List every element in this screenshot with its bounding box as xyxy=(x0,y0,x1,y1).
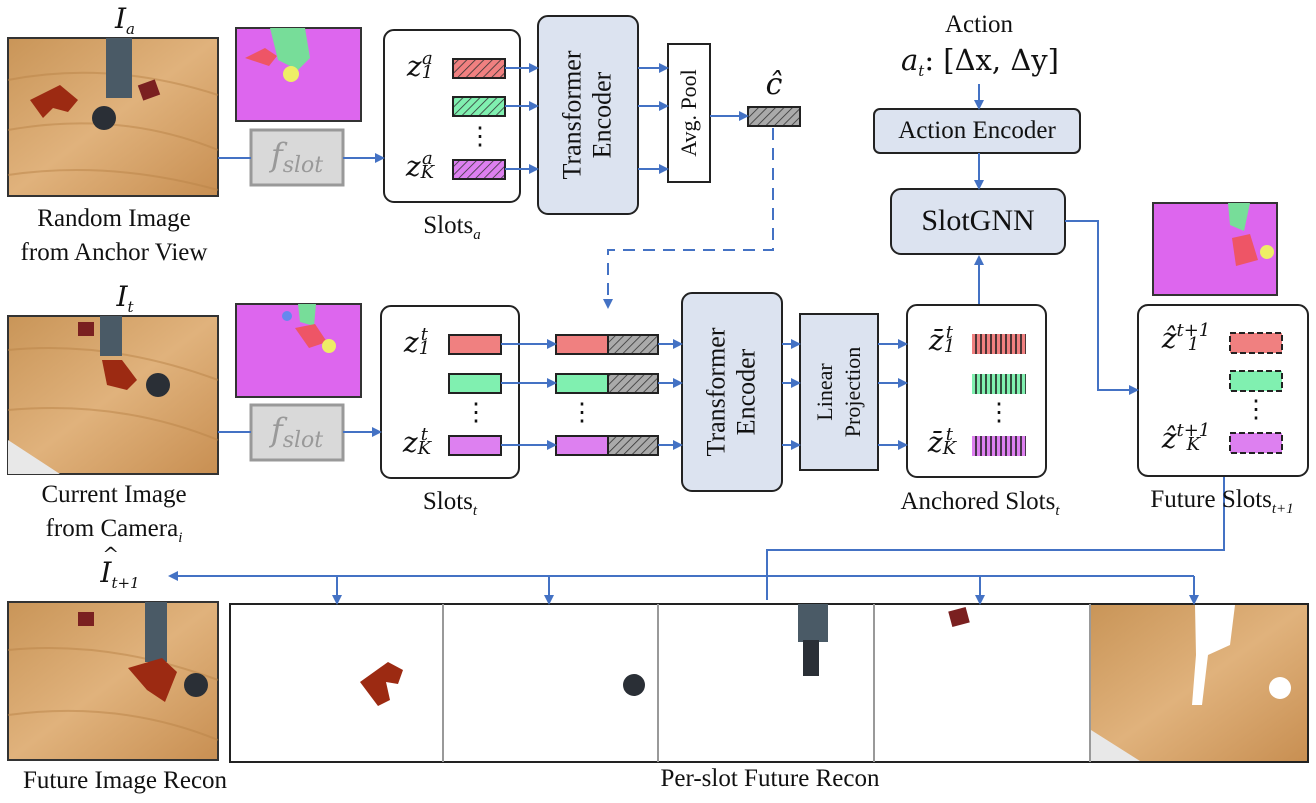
anchored-slot-1-vector xyxy=(972,334,1026,354)
anchor-image-caption-1: Random Image xyxy=(37,205,191,232)
current-image-caption-2: from Camerai xyxy=(45,515,183,546)
slot-t-1-vector xyxy=(448,334,502,355)
future-mask xyxy=(1152,202,1278,296)
anchored-slot-k-vector xyxy=(972,436,1026,456)
slot-a-1-vector xyxy=(452,58,506,79)
anchor-image xyxy=(7,37,219,197)
slot-recon-robot-arm xyxy=(798,604,828,676)
anchored-slot-2-vector xyxy=(972,374,1026,394)
anchor-mask xyxy=(235,27,362,122)
anchored-slots-caption: Anchored Slotst xyxy=(900,488,1060,519)
transformer-encoder-anchor xyxy=(537,15,639,215)
anchored-slot-dots: ⋮ xyxy=(986,399,1012,426)
per-slot-caption: Per-slot Future Recon xyxy=(660,765,880,792)
action-encoder-label: Action Encoder xyxy=(898,117,1056,144)
slot-a-2-vector xyxy=(452,96,506,117)
slot-t-dots: ⋮ xyxy=(463,399,489,426)
slots-a-caption: Slotsa xyxy=(423,212,481,243)
linear-projection-box xyxy=(799,313,879,471)
slot-recon-puck xyxy=(623,674,645,696)
transformer-encoder-current xyxy=(681,292,783,492)
concatenated-slot-k xyxy=(555,435,659,456)
f-slot-label-current: fslot xyxy=(270,411,324,454)
slotgnn-label: SlotGNN xyxy=(921,204,1035,237)
future-image-symbol: ^It+1 xyxy=(100,542,140,592)
f-slot-box-current xyxy=(249,403,345,462)
slot-a-dots: ⋮ xyxy=(467,123,493,150)
concatenated-slot-1 xyxy=(555,334,659,355)
per-slot-recon-strip xyxy=(229,603,1309,763)
future-slot-2-vector xyxy=(1229,370,1283,392)
future-image-caption: Future Image Recon xyxy=(22,767,228,794)
slots-t-caption: Slotst xyxy=(422,488,478,519)
slot-recon-drill xyxy=(360,662,403,706)
future-slot-1-vector xyxy=(1229,332,1283,354)
context-vector xyxy=(747,106,801,127)
anchor-image-symbol: Ia xyxy=(114,2,135,38)
current-image-symbol: It xyxy=(116,280,134,316)
current-mask xyxy=(235,303,362,398)
current-image-caption-1: Current Image xyxy=(41,481,187,508)
future-slot-k-vector xyxy=(1229,432,1283,454)
concatenated-dots: ⋮ xyxy=(569,399,595,426)
future-slots-caption: Future Slotst+1 xyxy=(1150,486,1294,517)
slot-recon-box xyxy=(948,606,970,628)
anchor-image-caption-2: from Anchor View xyxy=(20,239,208,266)
slot-t-k-vector xyxy=(448,435,502,456)
action-title: Action xyxy=(944,11,1014,38)
concatenated-slot-2 xyxy=(555,373,659,394)
slot-recon-background xyxy=(1091,605,1307,761)
context-vector-symbol: ĉ xyxy=(765,67,783,102)
current-image xyxy=(7,315,219,475)
future-slot-dots: ⋮ xyxy=(1243,396,1269,423)
slot-t-2-vector xyxy=(448,373,502,394)
future-image-recon xyxy=(7,601,219,761)
slot-a-k-vector xyxy=(452,159,506,180)
action-formula: at: [Δx, Δy] xyxy=(900,43,1059,81)
avg-pool-box xyxy=(667,43,711,183)
arrows xyxy=(168,63,1225,605)
f-slot-label-anchor: fslot xyxy=(270,136,324,179)
avg-pool-label: Avg. Pool xyxy=(676,69,702,157)
